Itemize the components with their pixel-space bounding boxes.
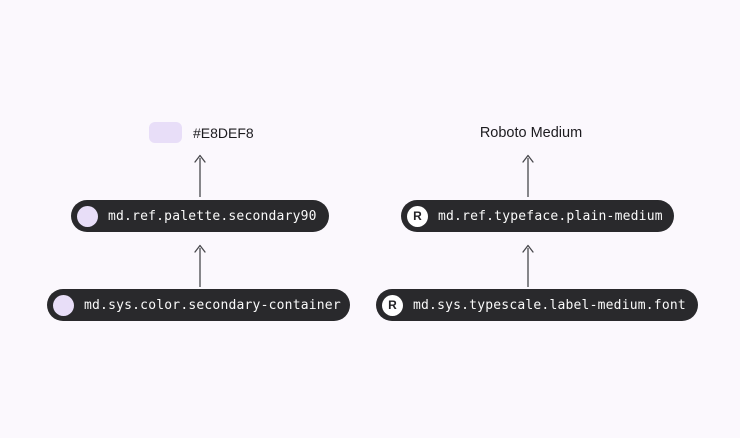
color-swatch (149, 122, 182, 143)
ref-palette-token-label: md.ref.palette.secondary90 (108, 208, 317, 224)
sys-typescale-token-label: md.sys.typescale.label-medium.font (413, 297, 686, 313)
roboto-letter-circle-icon: R (407, 205, 428, 227)
swatch-circle-icon (77, 205, 98, 227)
sys-typescale-token-chip: R md.sys.typescale.label-medium.font (376, 289, 698, 321)
sys-color-token-label: md.sys.color.secondary-container (84, 297, 341, 313)
hex-value-label: #E8DEF8 (193, 125, 254, 141)
swatch-circle-icon (53, 294, 74, 316)
roboto-letter-circle-icon: R (382, 294, 403, 316)
arrow-up-icon (192, 153, 208, 197)
typeface-result-label: Roboto Medium (479, 125, 583, 141)
ref-palette-token-chip: md.ref.palette.secondary90 (71, 200, 329, 232)
ref-typeface-token-label: md.ref.typeface.plain-medium (438, 208, 663, 224)
arrow-up-icon (520, 243, 536, 287)
sys-color-token-chip: md.sys.color.secondary-container (47, 289, 350, 321)
arrow-up-icon (192, 243, 208, 287)
ref-typeface-token-chip: R md.ref.typeface.plain-medium (401, 200, 674, 232)
arrow-up-icon (520, 153, 536, 197)
